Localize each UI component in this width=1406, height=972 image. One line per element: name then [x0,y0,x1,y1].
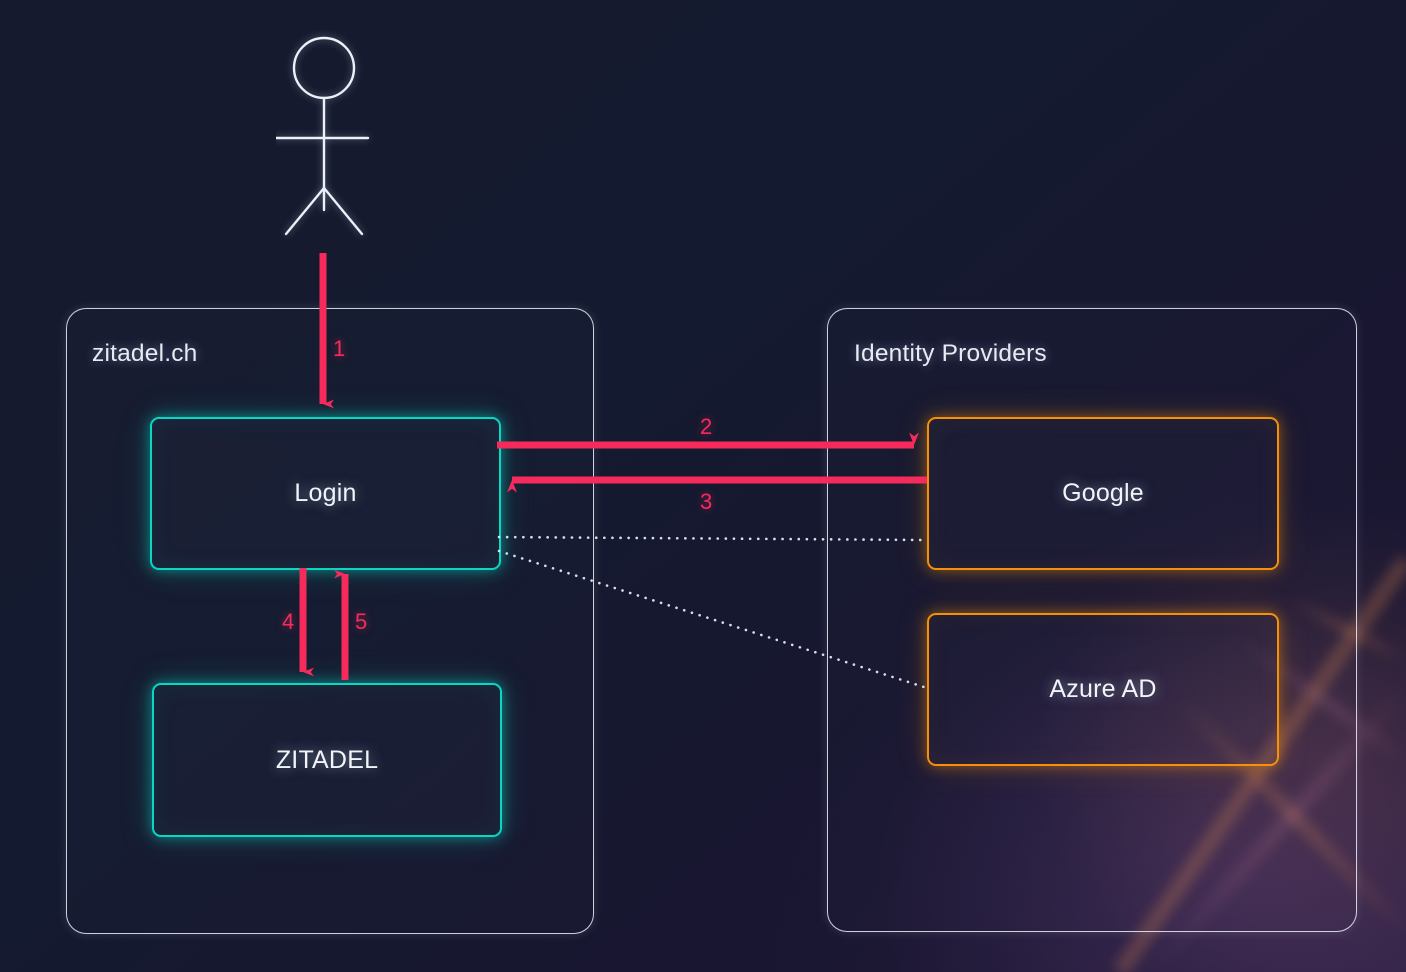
user-actor [273,28,376,248]
connector-label-4: 4 [282,609,295,634]
panel-identity-providers-label: Identity Providers [854,340,1047,367]
node-zitadel-label: ZITADEL [275,745,379,774]
stick-figure-icon [273,36,370,236]
connector-label-1: 1 [333,336,346,361]
node-azure-ad[interactable]: Azure AD [927,613,1279,766]
node-azure-ad-label: Azure AD [1049,675,1157,703]
panel-zitadel-ch-label: zitadel.ch [92,340,198,367]
connector-label-2: 2 [700,414,713,439]
node-login[interactable]: Login [150,417,501,570]
node-google[interactable]: Google [927,417,1279,570]
node-zitadel[interactable]: ZITADEL [152,683,502,837]
connector-label-5: 5 [355,609,368,634]
connector-label-3: 3 [700,489,713,514]
node-google-label: Google [1062,479,1144,507]
panel-zitadel-ch [66,308,594,934]
node-login-label: Login [294,479,357,507]
